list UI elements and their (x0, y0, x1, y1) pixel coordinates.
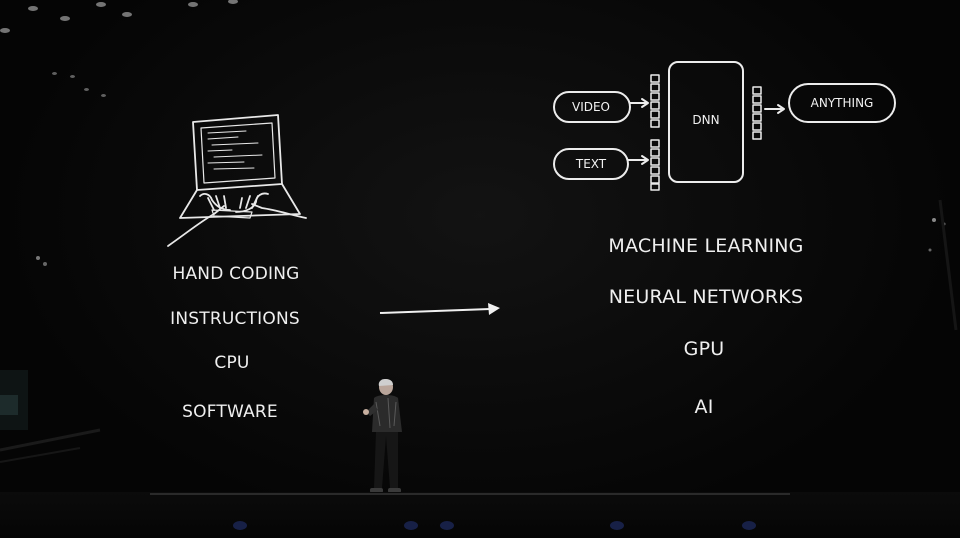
stage-edge (150, 493, 790, 495)
right-item-ai: AI (694, 396, 713, 418)
dnn-label: DNN (692, 113, 719, 127)
output-vector (753, 87, 761, 139)
audience-light (742, 521, 756, 530)
input-vector-text (651, 140, 659, 190)
audience-light (404, 521, 418, 530)
stage-floor (0, 492, 960, 538)
presenter (358, 376, 408, 498)
input-vector-video (651, 75, 659, 127)
laptop-typing-icon (168, 115, 306, 246)
left-item-software: SOFTWARE (182, 402, 278, 422)
text-label: TEXT (575, 157, 607, 171)
audience-light (440, 521, 454, 530)
audience-light (233, 521, 247, 530)
left-item-hand-coding: HAND CODING (172, 264, 299, 284)
right-item-gpu: GPU (684, 338, 725, 360)
right-item-neural-networks: NEURAL NETWORKS (609, 286, 803, 308)
audience-light (610, 521, 624, 530)
video-label: VIDEO (572, 100, 610, 114)
anything-label: ANYTHING (811, 96, 874, 110)
right-item-machine-learning: MACHINE LEARNING (608, 235, 803, 257)
left-item-cpu: CPU (214, 353, 249, 373)
left-item-instructions: INSTRUCTIONS (170, 309, 300, 329)
transition-arrow-icon (380, 303, 500, 315)
